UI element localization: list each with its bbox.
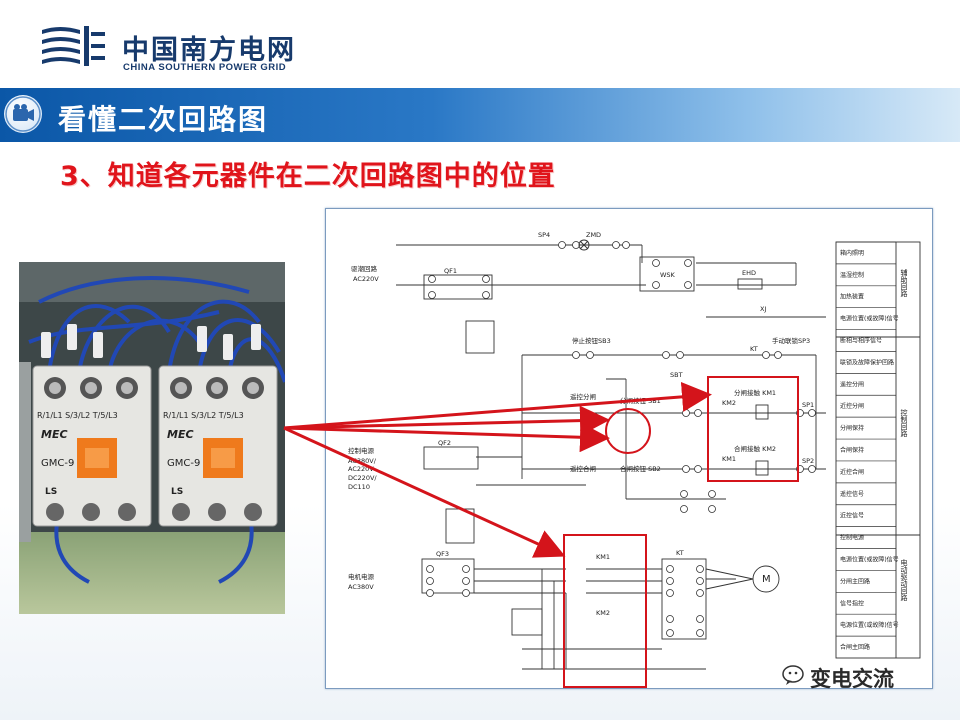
label-qf1: QF1: [444, 267, 457, 275]
panel-row-label: 电源位置(或故障)信号: [840, 621, 899, 629]
label-ehd: EHD: [742, 269, 756, 277]
group-motor: 电动驱动回路: [900, 558, 908, 602]
label-km2-motor: KM2: [596, 609, 610, 617]
label-kt-motor: KT: [676, 549, 684, 557]
label-xj: XJ: [760, 305, 766, 313]
label-stop-button: 停止按钮SB3: [572, 336, 611, 345]
label-ctrl-v1: AC380V/: [348, 457, 377, 465]
title-bar: 看懂二次回路图: [0, 88, 960, 142]
panel-row-label: 分闸主回路: [840, 577, 870, 585]
brand-name-cn: 中国南方电网: [122, 35, 296, 66]
contactor-right-model: GMC-9: [167, 458, 200, 469]
label-kt: KT: [750, 345, 758, 353]
panel-row-label: 联锁及故障保护回路: [840, 358, 894, 366]
panel-row-label: 加热装置: [840, 293, 864, 301]
contactor-left: R/1/L1 S/3/L2 T/5/L3 MEC GMC-9 LS: [32, 365, 152, 527]
label-close-button: 合闸按钮 SB2: [620, 464, 661, 473]
label-motor-voltage: AC380V: [348, 583, 374, 591]
panel-row-label: 近控分闸: [840, 402, 864, 410]
label-ctrl-v2: AC220V: [348, 465, 374, 473]
label-wsk: WSK: [660, 271, 676, 279]
contactor-right: R/1/L1 S/3/L2 T/5/L3 MEC GMC-9 LS: [158, 365, 278, 527]
panel-row-label: 合闸保持: [840, 446, 864, 454]
slide-subtitle: 3、知道各元器件在二次回路图中的位置: [60, 161, 556, 192]
label-open-button: 分闸按钮 SB1: [620, 396, 661, 405]
label-motor: M: [762, 574, 771, 585]
label-km1-motor: KM1: [596, 553, 610, 561]
contactor-right-brand: MEC: [167, 428, 194, 441]
wechat-icon: [782, 665, 804, 685]
contactor-left-model: GMC-9: [41, 458, 74, 469]
panel-row-label: 近控合闸: [840, 468, 864, 476]
label-km2: KM2: [722, 399, 736, 407]
label-ctrl-power: 控制电源: [348, 446, 375, 455]
label-aux-circuit: 驱潮回路: [351, 264, 378, 273]
label-qf3: QF3: [436, 550, 449, 558]
label-manual-interlock: 手动联锁SP3: [772, 336, 810, 345]
contactor-right-terminal-label: R/1/L1 S/3/L2 T/5/L3: [163, 411, 244, 420]
group-ctrl: 控制回路: [900, 408, 908, 438]
label-close-contactor: 合闸接触 KM2: [734, 444, 776, 453]
panel-row-label: 合闸主回路: [840, 643, 870, 651]
panel-row-label: 分闸保持: [840, 424, 864, 432]
secondary-circuit-diagram: 驱潮回路 AC220V 控制电源 AC380V/ AC220V DC220V/ …: [325, 208, 933, 689]
csg-logo-icon: [42, 26, 105, 66]
brand-name-en: CHINA SOUTHERN POWER GRID: [123, 62, 287, 73]
panel-row-label: 断相与相序信号: [840, 337, 882, 345]
label-qf2: QF2: [438, 439, 451, 447]
panel-row-label: 电源位置(或故障)信号: [840, 315, 899, 323]
label-ctrl-v4: DC110: [348, 483, 370, 491]
label-sp1: SP1: [802, 401, 814, 409]
panel-row-label: 近控信号: [840, 512, 864, 520]
label-km1: KM1: [722, 455, 736, 463]
contactor-left-terminal-label: R/1/L1 S/3/L2 T/5/L3: [37, 411, 118, 420]
label-ctrl-v3: DC220V/: [348, 474, 377, 482]
panel-row-label: 箱内照明: [840, 249, 864, 257]
panel-row-label: 遥控信号: [840, 490, 864, 498]
label-sp4: SP4: [538, 231, 550, 239]
contactor-photo: R/1/L1 S/3/L2 T/5/L3 MEC GMC-9 LS R/1/L1…: [19, 262, 285, 614]
label-aux-voltage: AC220V: [353, 275, 379, 283]
label-remote-close: 遥控合闸: [570, 464, 596, 473]
contactor-left-brand: MEC: [41, 428, 68, 441]
watermark-text: 变电交流: [810, 667, 894, 691]
panel-row-label: 遥控分闸: [840, 380, 864, 388]
label-remote-open: 遥控分闸: [570, 392, 596, 401]
panel-row-label: 信号指控: [840, 599, 864, 607]
label-sbt: SBT: [670, 371, 683, 379]
label-sp2: SP2: [802, 457, 814, 465]
label-motor-power: 电机电源: [348, 572, 375, 581]
panel-row-label: 温湿控制: [840, 271, 864, 279]
camera-icon: [4, 95, 42, 133]
panel-row-label: 控制电源: [840, 534, 864, 542]
contactor-right-ls: LS: [171, 487, 183, 497]
panel-row-label: 电源位置(或故障)信号: [840, 555, 899, 563]
contactor-left-ls: LS: [45, 487, 57, 497]
label-zmd: ZMD: [586, 231, 601, 239]
slide-title: 看懂二次回路图: [58, 103, 269, 136]
header: 中国南方电网 CHINA SOUTHERN POWER GRID: [0, 0, 960, 84]
label-open-contactor: 分闸接触 KM1: [734, 388, 776, 397]
group-aux: 辅助回路: [900, 268, 908, 298]
